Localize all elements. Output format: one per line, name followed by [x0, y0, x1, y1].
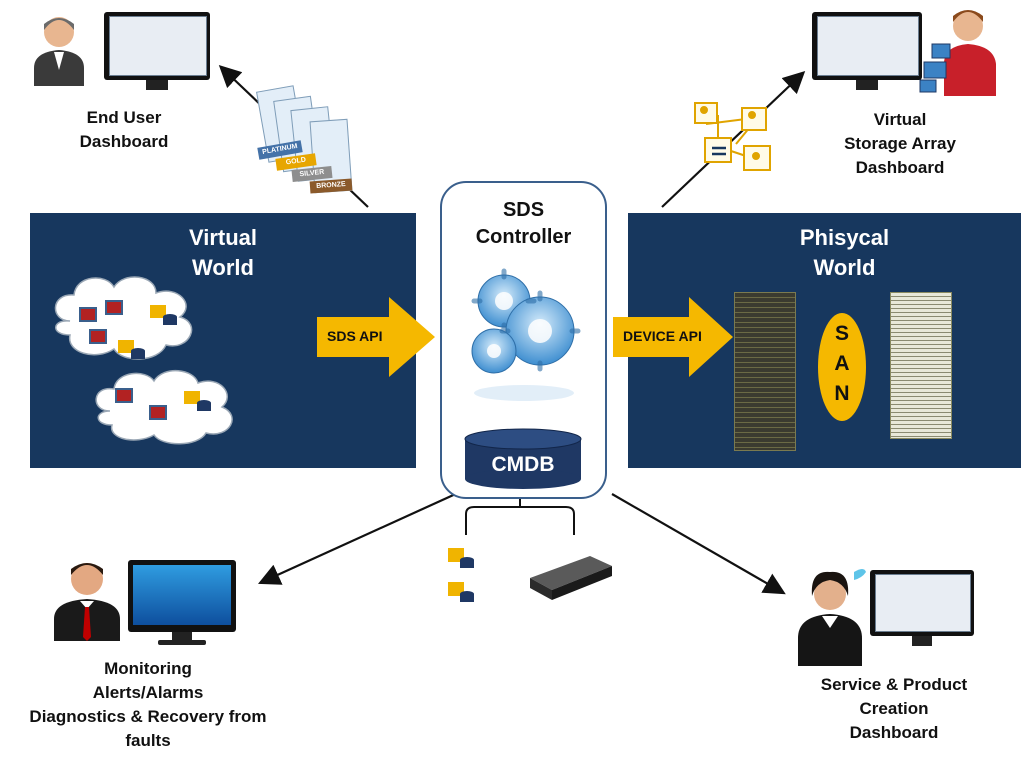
end-user-dashboard-label: End User Dashboard: [44, 106, 204, 154]
sds-controller-box: SDS Controller: [440, 181, 607, 499]
storage-array-monitor: [812, 12, 922, 92]
monitoring-label-line4: faults: [125, 731, 171, 750]
server-rack-icon: [734, 292, 796, 451]
san-letter-s: S: [834, 322, 849, 345]
service-product-label-line2: Creation: [859, 699, 929, 718]
monitoring-label-line1: Monitoring: [104, 659, 192, 678]
virtual-world-title-line2: World: [192, 255, 254, 280]
monitoring-label: Monitoring Alerts/Alarms Diagnostics & R…: [10, 657, 286, 753]
service-product-label: Service & Product Creation Dashboard: [800, 673, 988, 745]
server-rack-icon: [890, 292, 952, 439]
service-product-label-line1: Service & Product: [820, 675, 968, 694]
service-monitor: [870, 570, 974, 652]
cmdb-label: CMDB: [491, 453, 555, 476]
sds-api-arrow: SDS API: [317, 297, 435, 377]
san-oval: S A N: [818, 313, 866, 421]
sds-api-label: SDS API: [327, 328, 383, 344]
end-user-label-line2: Dashboard: [79, 132, 169, 151]
storage-array-label-line1: Virtual: [873, 110, 927, 129]
network-topology-icon: [694, 102, 771, 171]
san-letter-n: N: [834, 382, 850, 405]
sds-controller-title: SDS Controller: [442, 197, 605, 251]
storage-admin-avatar: [918, 4, 1002, 96]
gears-icon: [471, 268, 581, 401]
dashboard-screen: [817, 16, 919, 76]
operator-avatar: [52, 557, 122, 641]
end-user-monitor: [104, 12, 210, 92]
physical-world-title-line1: Phisycal: [799, 225, 890, 250]
monitoring-label-line3: Diagnostics & Recovery from: [29, 707, 267, 726]
cmdb-database: CMDB: [463, 427, 583, 489]
virtual-world-title: Virtual World: [30, 223, 416, 283]
end-user-label-line1: End User: [86, 108, 162, 127]
device-api-arrow: DEVICE API: [613, 297, 733, 377]
san-letter-a: A: [834, 352, 850, 375]
physical-world-title-line2: World: [813, 255, 876, 280]
monitoring-label-line2: Alerts/Alarms: [92, 683, 204, 702]
badge-bronze: BRONZE: [309, 178, 353, 194]
controller-title-line2: Controller: [475, 226, 572, 248]
service-tier-badges: PLATINUM GOLD SILVER BRONZE: [256, 85, 356, 198]
dashboard-screen: [109, 16, 207, 76]
physical-world-title: Phisycal World: [668, 223, 1021, 283]
dashboard-screen: [875, 574, 971, 632]
storage-array-dashboard-label: Virtual Storage Array Dashboard: [820, 108, 980, 180]
end-user-avatar: [32, 10, 86, 86]
service-agent-avatar: [792, 566, 872, 666]
folder-db-icon: [118, 305, 177, 359]
virtual-clouds: [54, 276, 233, 445]
storage-array-label-line3: Dashboard: [855, 158, 945, 177]
vm-monitor-icon: [79, 300, 123, 344]
device-api-label: DEVICE API: [623, 328, 702, 344]
service-product-label-line3: Dashboard: [849, 723, 939, 742]
monitoring-monitor: [128, 560, 236, 646]
storage-array-label-line2: Storage Array: [844, 134, 956, 153]
monitor-screen: [133, 565, 231, 625]
virtual-world-title-line1: Virtual: [188, 225, 258, 250]
arrow-to-monitoring: [257, 490, 461, 585]
controller-title-line1: SDS: [502, 199, 545, 221]
arrow-to-service-product: [611, 493, 786, 595]
cloud-icon: [95, 370, 233, 445]
